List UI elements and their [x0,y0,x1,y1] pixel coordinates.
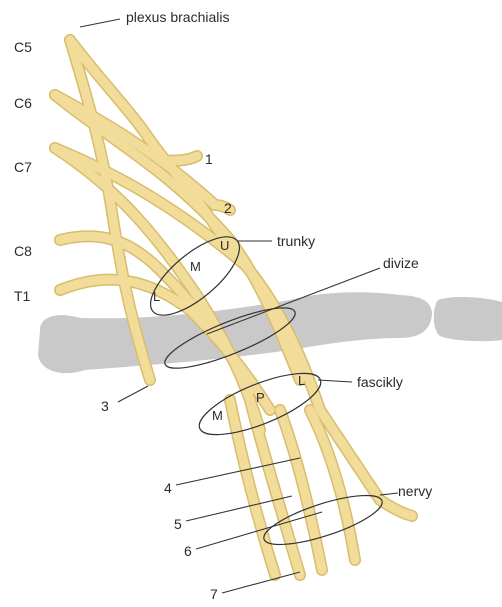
root-label-c6: C6 [14,95,32,111]
label-divisions: divize [383,255,419,271]
number-3: 3 [101,398,109,414]
label-nerves: nervy [398,483,432,499]
number-7: 7 [210,586,218,602]
root-label-c5: C5 [14,39,32,55]
root-label-c8: C8 [14,243,32,259]
cord-letter-posterior: P [256,390,265,405]
number-1: 1 [205,151,213,167]
root-label-c7: C7 [14,159,32,175]
label-trunks: trunky [277,233,315,249]
root-label-t1: T1 [14,288,31,304]
trunk-letter-lower: L [153,289,160,304]
trunk-letter-middle: M [190,259,201,274]
plexus-title: plexus brachialis [126,9,230,25]
cord-letter-medial: M [212,408,223,423]
number-2: 2 [224,200,232,216]
trunk-letter-upper: U [220,238,229,253]
cord-letter-lateral: L [298,373,305,388]
number-6: 6 [184,543,192,559]
number-5: 5 [174,516,182,532]
number-4: 4 [164,480,172,496]
label-cords: fascikly [357,374,403,390]
